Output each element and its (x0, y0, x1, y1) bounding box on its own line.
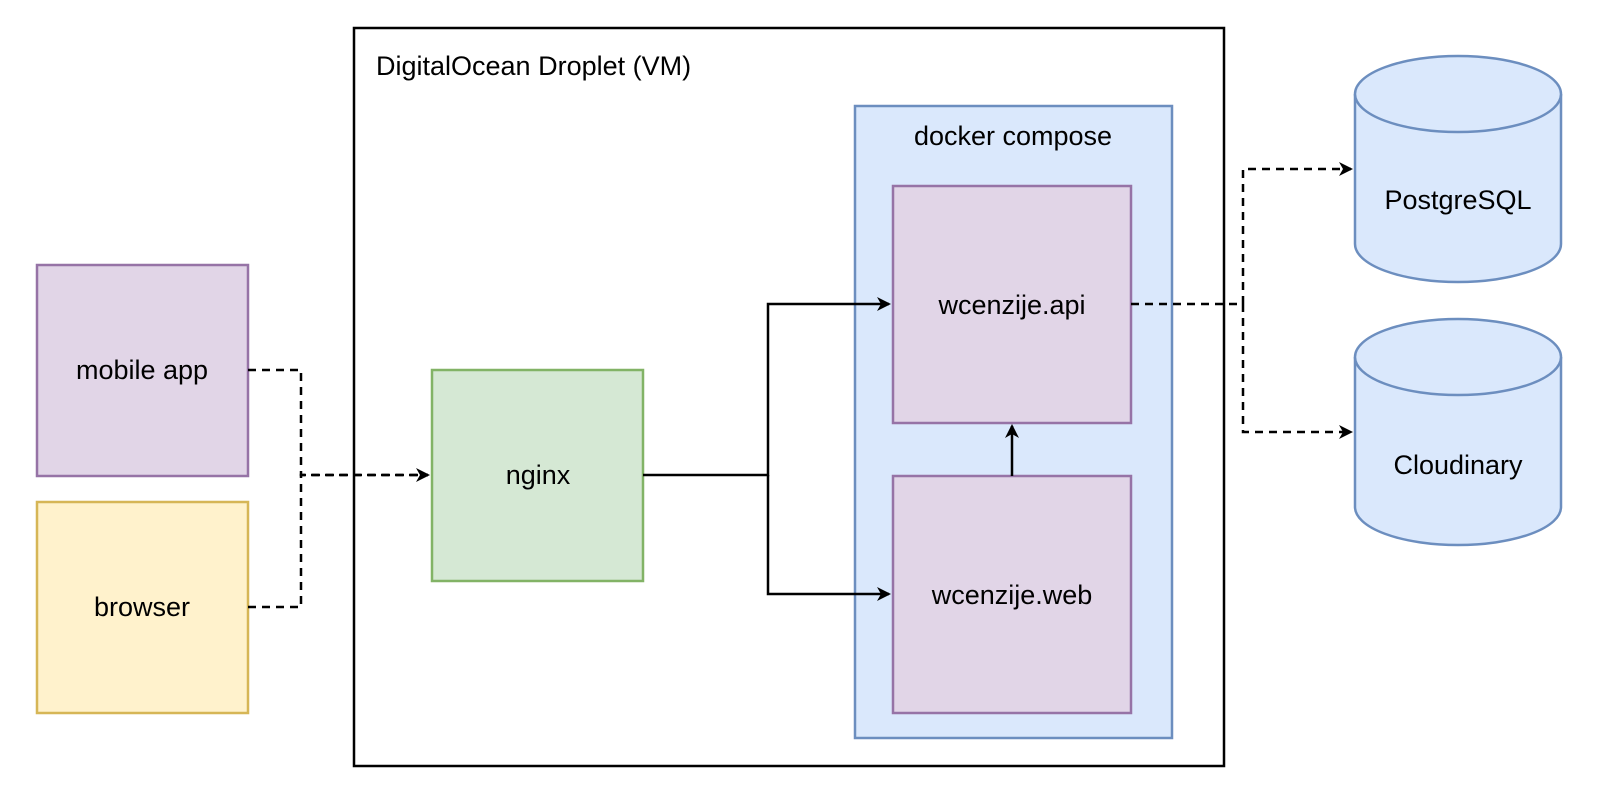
api-label: wcenzije.api (937, 290, 1085, 320)
cloudinary-label: Cloudinary (1393, 450, 1523, 480)
edge-browser-to-nginx (248, 473, 428, 609)
edge-mobile-app-to-nginx (248, 368, 430, 482)
edge-api-to-postgresql (1131, 162, 1353, 306)
postgresql-label: PostgreSQL (1384, 185, 1531, 215)
edge-nginx-to-api (643, 297, 891, 477)
nginx-node: nginx (430, 368, 645, 583)
mobile-app-label: mobile app (76, 355, 208, 385)
postgresql-database: PostgreSQL (1353, 54, 1563, 284)
api-node: wcenzije.api (891, 184, 1133, 425)
edge-nginx-to-web (766, 475, 891, 601)
docker-compose-label: docker compose (914, 121, 1112, 151)
mobile-app-node: mobile app (35, 263, 250, 478)
cloudinary-storage: Cloudinary (1353, 317, 1563, 547)
web-node: wcenzije.web (891, 474, 1133, 715)
droplet-label: DigitalOcean Droplet (VM) (376, 51, 691, 81)
browser-label: browser (94, 592, 190, 622)
browser-node: browser (35, 500, 250, 715)
edge-api-to-cloudinary (1241, 304, 1353, 439)
nginx-label: nginx (506, 460, 571, 490)
edges (248, 162, 1353, 609)
web-label: wcenzije.web (931, 580, 1093, 610)
